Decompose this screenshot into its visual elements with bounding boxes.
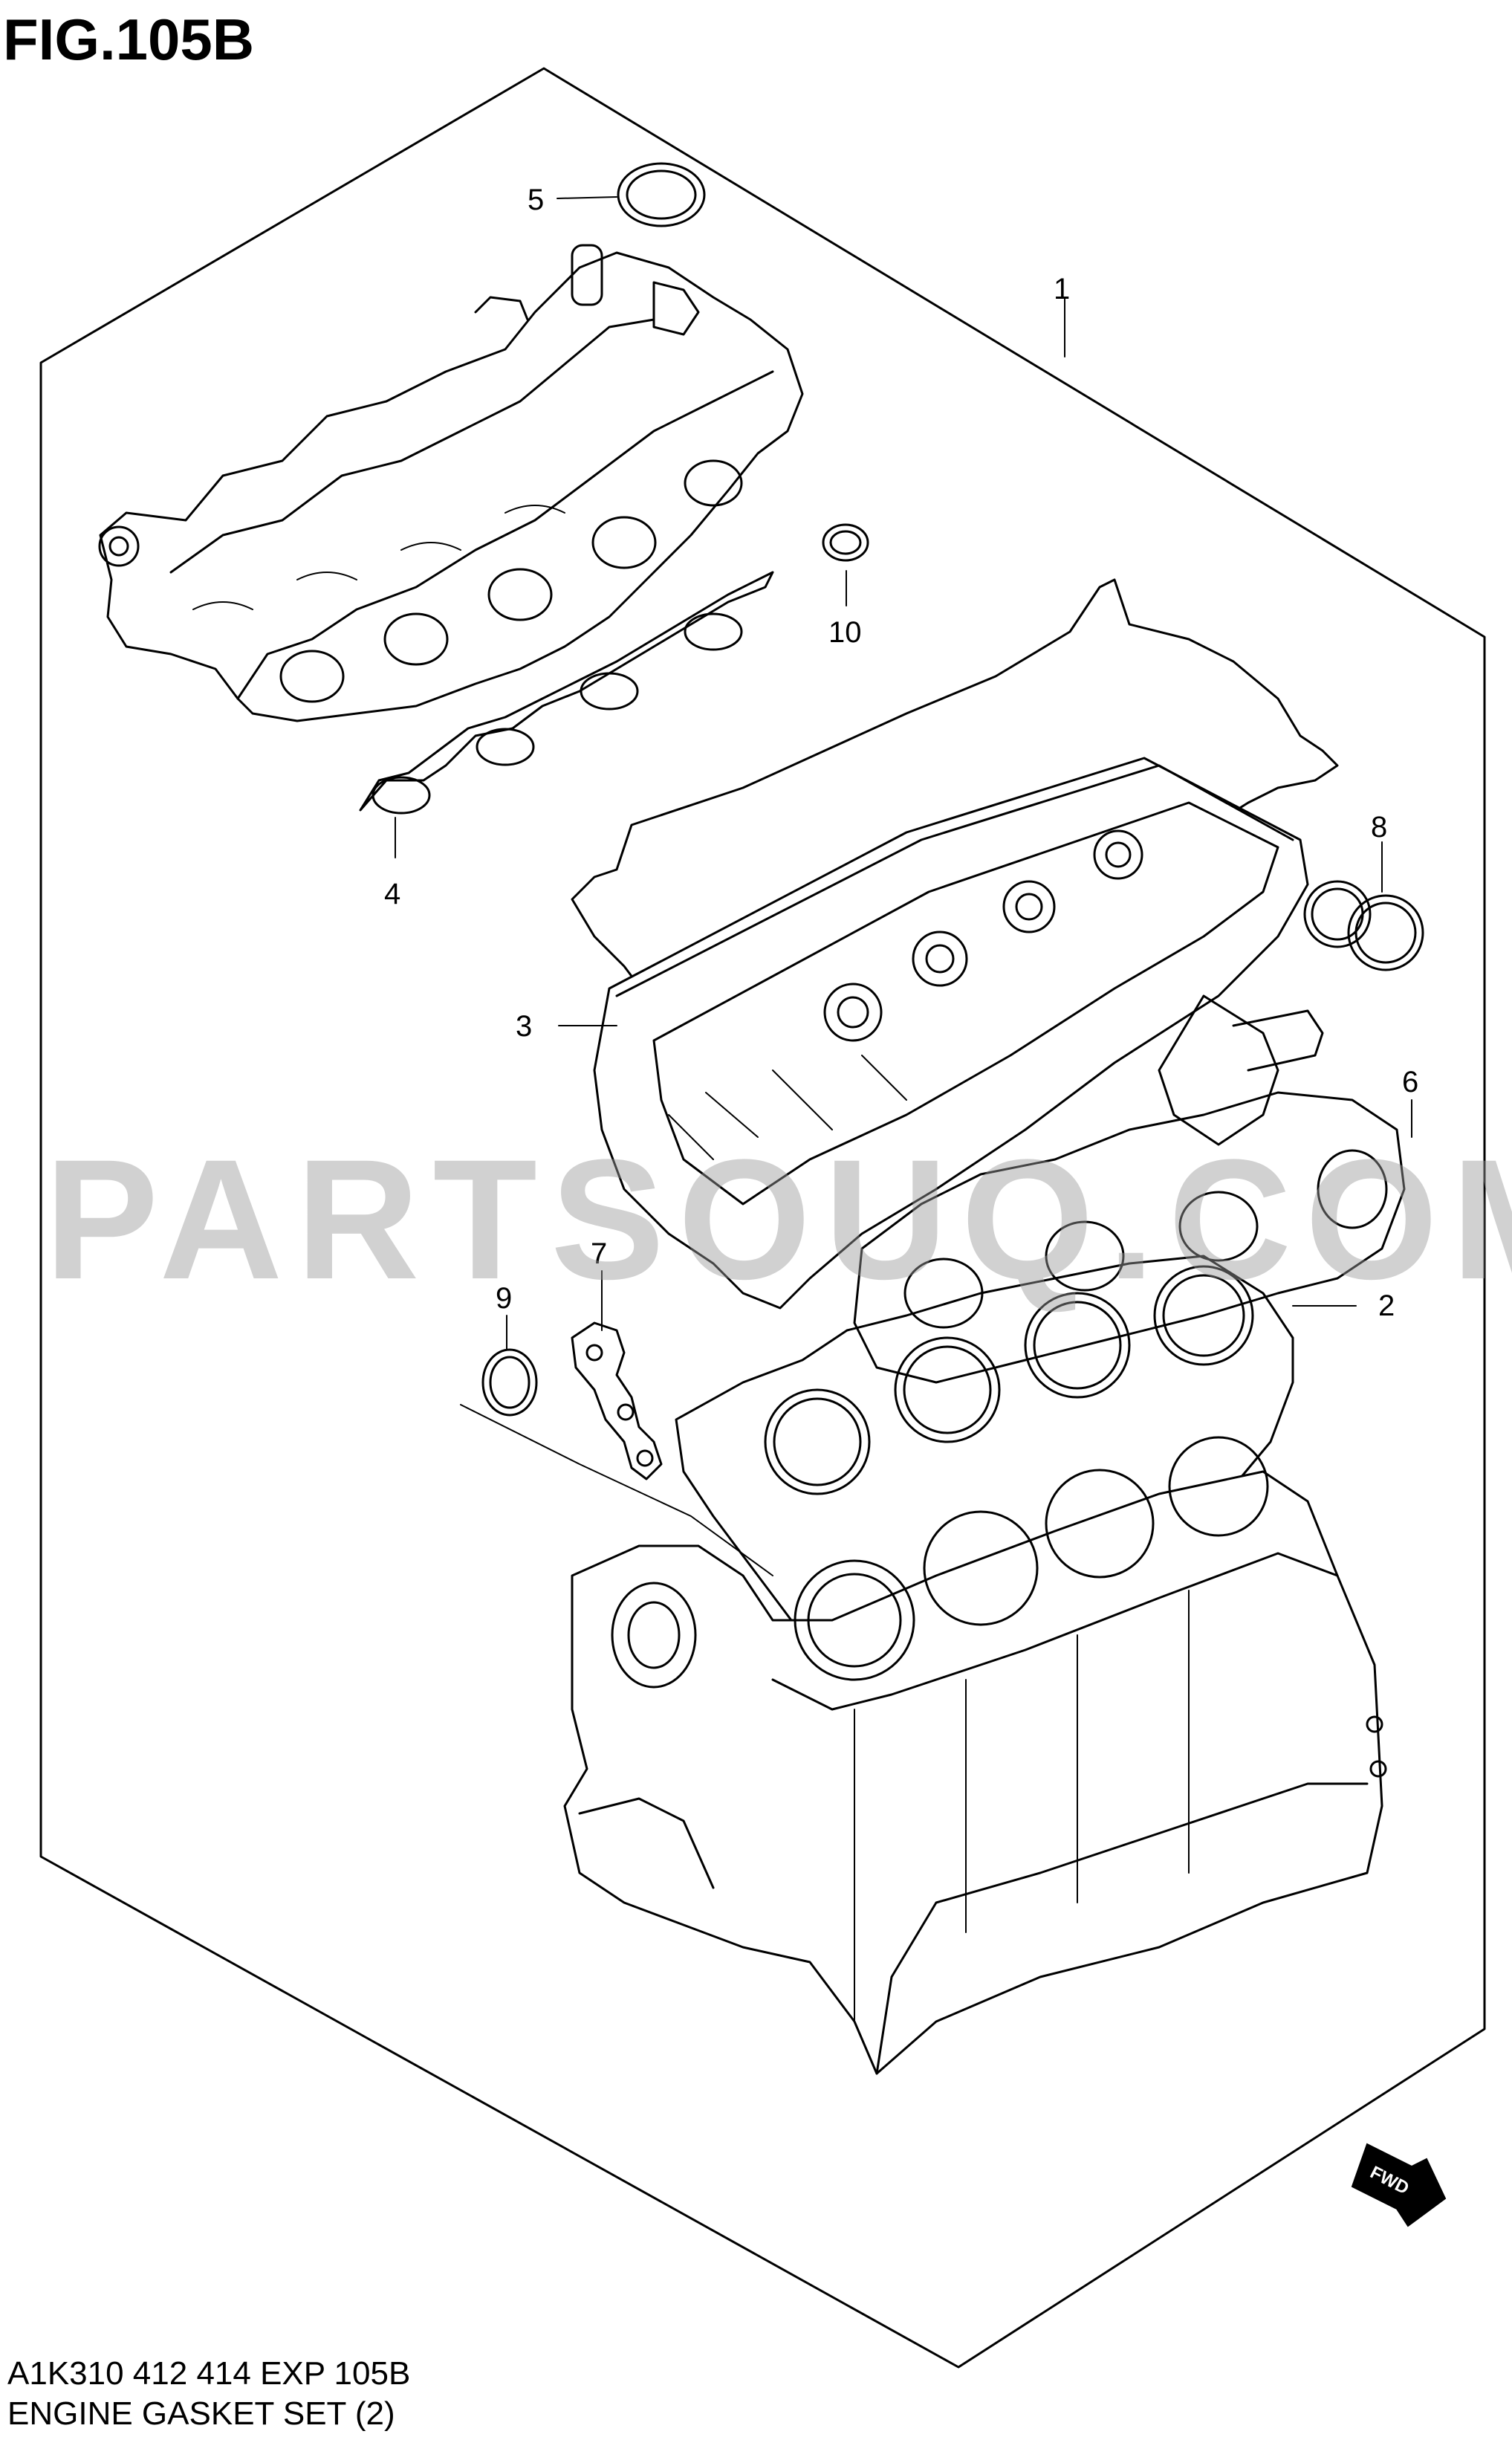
callout-10: 10 bbox=[828, 616, 862, 649]
figure-title: FIG.105B bbox=[3, 7, 254, 72]
part-10-o-ring bbox=[822, 523, 869, 562]
callout-3: 3 bbox=[516, 1010, 532, 1043]
figure-code: A1K310 412 414 EXP 105B bbox=[7, 2355, 410, 2392]
leader-lines bbox=[395, 196, 1412, 1350]
callout-1: 1 bbox=[1054, 273, 1070, 305]
figure-name: ENGINE GASKET SET (2) bbox=[7, 2395, 395, 2432]
part-6-exhaust-manifold-gasket bbox=[853, 1091, 1406, 1384]
callout-2: 2 bbox=[1378, 1289, 1395, 1322]
callout-8: 8 bbox=[1371, 811, 1387, 844]
fwd-arrow-icon: FWD bbox=[1351, 2143, 1447, 2227]
cylinder-block-drawing bbox=[460, 1404, 1387, 2075]
part-9-o-ring bbox=[481, 1348, 538, 1417]
callout-4: 4 bbox=[384, 878, 400, 910]
callout-6: 6 bbox=[1402, 1066, 1418, 1098]
watermark-text: PARTSOUQ.COM bbox=[45, 1124, 1512, 1315]
callout-9: 9 bbox=[496, 1282, 512, 1315]
intake-manifold-drawing bbox=[98, 244, 804, 722]
part-7-water-passage-gasket bbox=[571, 1321, 663, 1480]
callout-7: 7 bbox=[591, 1237, 607, 1270]
part-5-throttle-gasket bbox=[617, 162, 706, 227]
cylinder-head-drawing bbox=[593, 757, 1324, 1310]
kit-boundary-outline bbox=[39, 67, 1486, 2369]
part-8-o-rings bbox=[1303, 880, 1424, 971]
part-4-intake-manifold-gasket bbox=[359, 571, 774, 815]
callout-5: 5 bbox=[528, 184, 544, 216]
